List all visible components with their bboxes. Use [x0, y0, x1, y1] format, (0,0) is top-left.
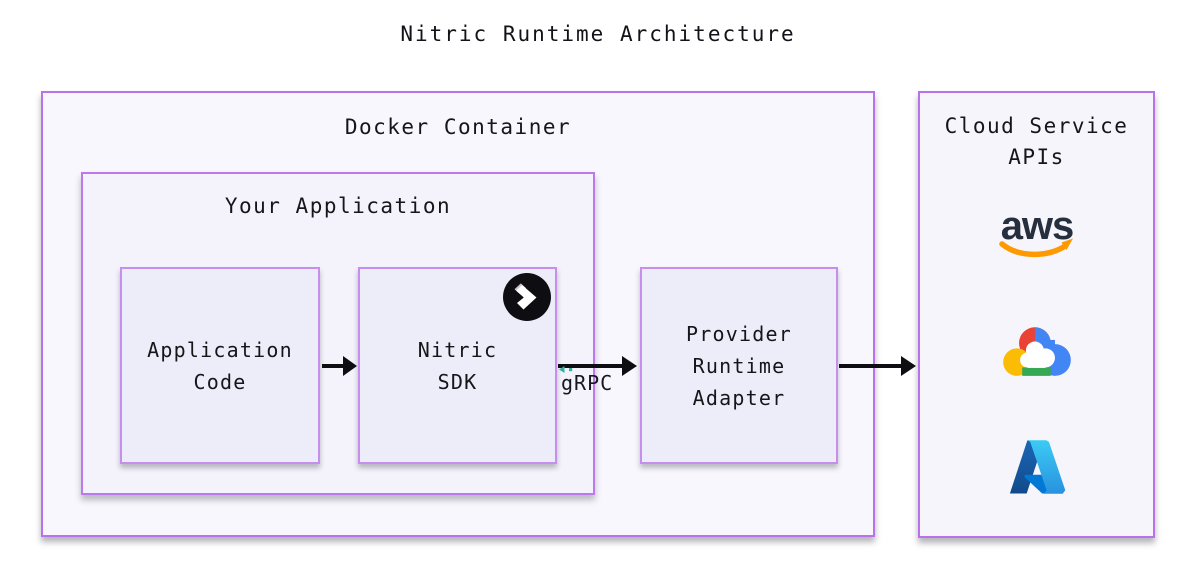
docker-container-box: Docker Container Your Application Applic… — [41, 91, 875, 537]
cloud-label-line1: Cloud Service — [944, 114, 1129, 138]
application-code-line1: Application — [147, 337, 293, 362]
grpc-edge-label: gRPC — [559, 366, 614, 395]
arrow-sdk-to-provider — [558, 356, 637, 376]
aws-wordmark: aws — [1000, 204, 1073, 248]
provider-runtime-adapter-label: Provider Runtime Adapter — [642, 269, 836, 462]
nitric-sdk-line2: SDK — [437, 369, 478, 394]
azure-logo-icon — [1009, 440, 1065, 494]
nitric-logo-icon — [503, 273, 551, 321]
arrow-appcode-to-sdk — [322, 356, 357, 376]
provider-line3: Adapter — [692, 385, 786, 410]
grpc-mark-icon — [559, 366, 573, 373]
google-cloud-logo-icon — [1002, 327, 1071, 376]
arrow-provider-to-cloud — [839, 356, 916, 376]
application-code-node: Application Code — [120, 267, 320, 464]
provider-line2: Runtime — [692, 353, 786, 378]
cloud-label-line2: APIs — [1008, 145, 1065, 169]
docker-container-label: Docker Container — [344, 115, 572, 139]
cloud-service-apis-label: Cloud Service APIs — [920, 93, 1153, 173]
nitric-sdk-label: Nitric SDK — [360, 269, 555, 462]
cloud-service-apis-box: Cloud Service APIs aws — [918, 91, 1155, 538]
grpc-label-text: gRPC — [561, 371, 614, 395]
application-code-line2: Code — [193, 369, 247, 394]
nitric-sdk-line1: Nitric — [417, 337, 498, 362]
application-code-label: Application Code — [122, 269, 318, 462]
nitric-sdk-node: Nitric SDK — [358, 267, 557, 464]
aws-logo-icon: aws — [998, 204, 1074, 258]
provider-runtime-adapter-node: Provider Runtime Adapter — [640, 267, 838, 464]
diagram-title: Nitric Runtime Architecture — [400, 22, 796, 46]
provider-line1: Provider — [686, 321, 792, 346]
your-application-box: Your Application Application Code Nitric… — [81, 172, 595, 495]
your-application-label: Your Application — [224, 194, 452, 218]
